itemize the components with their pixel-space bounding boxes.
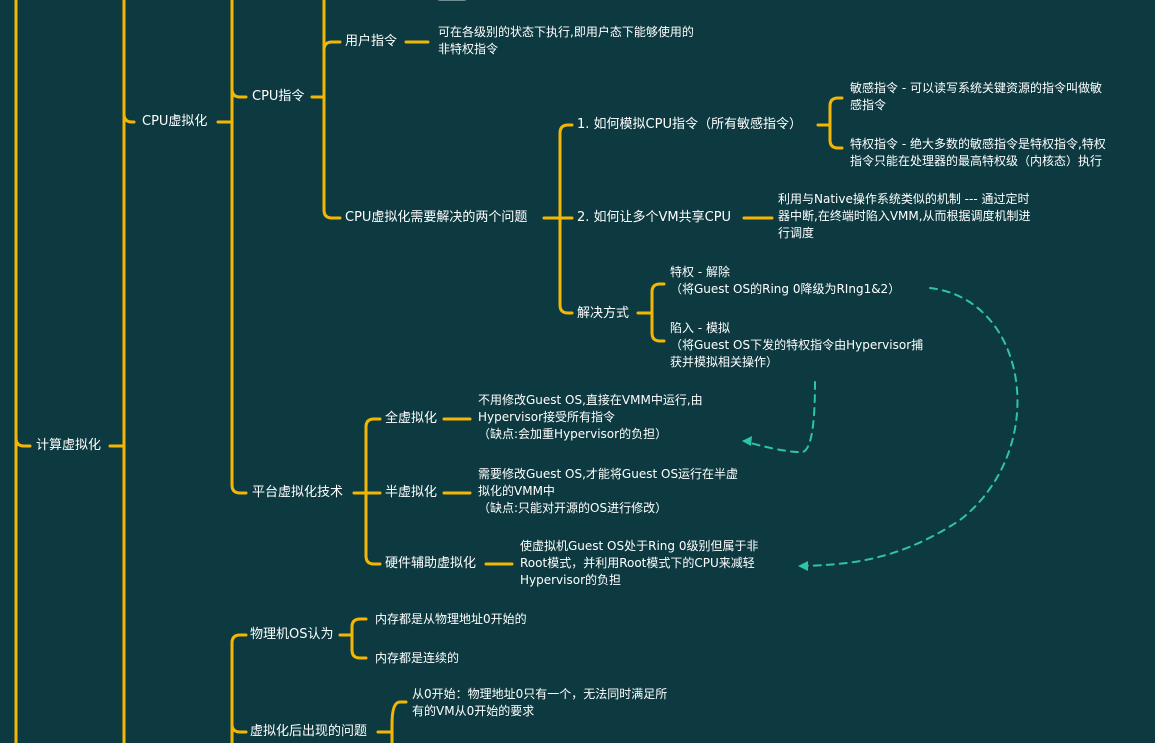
dashed-arrow-deprivilege-to-hw	[799, 287, 1019, 567]
node-q2-desc: 利用与Native操作系统类似的机制 --- 通过定时 器中断,在终端时陷入VM…	[778, 192, 1031, 240]
memory-problems-bracket	[230, 722, 248, 734]
node-cpu-instructions[interactable]: CPU指令	[252, 89, 305, 104]
node-root[interactable]: 计算虚拟化	[36, 438, 102, 453]
node-user-instructions-desc: 可在各级别的状态下执行,即用户态下能够使用的 非特权指令	[438, 25, 694, 56]
node-cpu-virtualization[interactable]: CPU虚拟化	[142, 114, 208, 129]
node-privileged-instr: 特权指令 - 绝大多数的敏感指令是特权指令,特权 指令只能在处理器的最高特权级（…	[850, 137, 1106, 168]
two-problems-spine	[558, 123, 574, 315]
memory-physical-bracket	[230, 633, 248, 645]
node-physical-os[interactable]: 物理机OS认为	[250, 627, 334, 642]
node-user-instructions[interactable]: 用户指令	[345, 34, 398, 49]
node-platform-virtualization[interactable]: 平台虚拟化技术	[252, 485, 344, 500]
node-solution[interactable]: 解决方式	[577, 306, 630, 321]
node-problems-item1: 从0开始：物理地址0只有一个，无法同时满足所 有的VM从0开始的要求	[412, 687, 668, 718]
node-trap-emulate: 陷入 - 模拟 （将Guest OS下发的特权指令由Hypervisor捕 获并…	[670, 321, 924, 369]
node-sensitive-instr: 敏感指令 - 可以读写系统关键资源的指令叫做敏 感指令	[850, 81, 1102, 112]
node-deprivilege: 特权 - 解除 （将Guest OS的Ring 0降级为RIng1&2）	[670, 265, 901, 296]
physical-bracket	[350, 617, 368, 660]
problems-bracket	[390, 700, 408, 743]
clipped-fragment	[438, 0, 478, 3]
user-instr-bracket	[322, 40, 342, 52]
node-two-problems[interactable]: CPU虚拟化需要解决的两个问题	[345, 210, 528, 225]
cpu-instr-spine	[322, 0, 342, 220]
cpu-bracket-top	[122, 112, 136, 124]
arrowhead-full	[742, 436, 752, 446]
node-hw-assisted-virtualization[interactable]: 硬件辅助虚拟化	[385, 556, 477, 571]
node-q1[interactable]: 1. 如何模拟CPU指令（所有敏感指令）	[577, 117, 802, 132]
cpu-spine	[230, 0, 248, 495]
node-q2[interactable]: 2. 如何让多个VM共享CPU	[577, 210, 732, 225]
node-full-virtualization-desc: 不用修改Guest OS,直接在VMM中运行,由 Hypervisor接受所有指…	[478, 393, 703, 441]
node-physical-os-item1: 内存都是从物理地址0开始的	[375, 612, 527, 626]
node-full-virtualization[interactable]: 全虚拟化	[385, 411, 438, 426]
arrowhead-hw	[798, 561, 808, 571]
node-hw-assisted-desc: 使虚拟机Guest OS处于Ring 0级别但属于非 Root模式，并利用Roo…	[520, 539, 759, 587]
node-virtualization-problems[interactable]: 虚拟化后出现的问题	[250, 724, 368, 739]
node-para-virtualization-desc: 需要修改Guest OS,才能将Guest OS运行在半虚 拟化的VMM中 （缺…	[478, 467, 739, 515]
dashed-arrow-trap-to-full	[743, 381, 816, 454]
root-bracket	[14, 436, 32, 448]
node-para-virtualization[interactable]: 半虚拟化	[385, 485, 438, 500]
cpu-instr-bracket	[230, 87, 248, 99]
q1-bracket	[828, 96, 844, 150]
platform-bracket	[364, 417, 382, 566]
solution-bracket	[650, 282, 666, 343]
node-physical-os-item2: 内存都是连续的	[375, 651, 460, 665]
